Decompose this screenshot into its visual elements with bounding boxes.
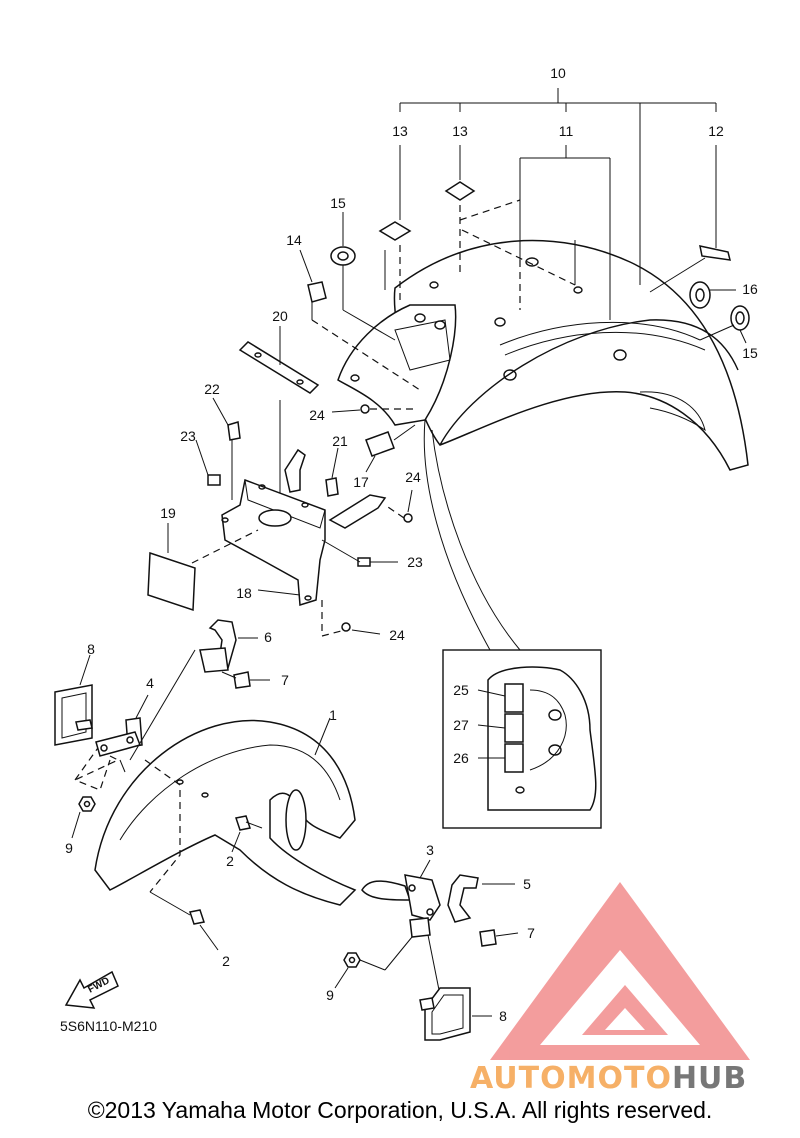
bracket-20 xyxy=(238,326,320,500)
callout-24a: 24 xyxy=(309,407,325,423)
bolts-24 xyxy=(321,404,415,637)
callout-16: 16 xyxy=(742,281,758,297)
clip-14 xyxy=(299,249,421,391)
license-plate-19 xyxy=(147,523,259,612)
callout-27: 27 xyxy=(453,717,469,733)
callout-15a: 15 xyxy=(330,195,346,211)
callout-3: 3 xyxy=(426,842,434,858)
rear-fender xyxy=(393,239,749,471)
pads xyxy=(195,397,398,567)
callout-24b: 24 xyxy=(405,469,421,485)
callout-21: 21 xyxy=(332,433,348,449)
callout-23a: 23 xyxy=(180,428,196,444)
grommets xyxy=(330,212,750,344)
callout-11: 11 xyxy=(559,123,574,139)
callout-12: 12 xyxy=(708,123,724,139)
callout-2b: 2 xyxy=(222,953,230,969)
nut-9-left xyxy=(71,796,96,839)
callout-labels: 1 2 2 3 4 5 6 7 7 8 8 9 9 10 11 12 13 13… xyxy=(65,65,758,1024)
detail-box xyxy=(423,419,602,829)
callout-18: 18 xyxy=(236,585,252,601)
callout-5: 5 xyxy=(523,876,531,892)
watermark-text: AUTOMOTOHUB xyxy=(470,1061,747,1096)
decal-12 xyxy=(699,245,731,261)
watermark-logo xyxy=(490,882,750,1060)
callout-8b: 8 xyxy=(499,1008,507,1024)
lamp-17 xyxy=(365,424,416,473)
callout-25: 25 xyxy=(453,682,469,698)
callout-13b: 13 xyxy=(452,123,468,139)
callout-2a: 2 xyxy=(226,853,234,869)
bolt-7-upper xyxy=(221,671,270,689)
stay-3 xyxy=(359,859,443,1006)
callout-24c: 24 xyxy=(389,627,405,643)
brand-part2: HUB xyxy=(672,1061,747,1096)
callout-14: 14 xyxy=(286,232,302,248)
decal-13b xyxy=(444,181,476,201)
bracket-5 xyxy=(447,874,515,923)
callout-23b: 23 xyxy=(407,554,423,570)
callout-7b: 7 xyxy=(527,925,535,941)
bolts-2 xyxy=(149,815,263,951)
front-fender xyxy=(74,717,357,906)
bolt-7-lower xyxy=(479,929,519,947)
nut-9-right xyxy=(334,952,361,989)
plate-housing xyxy=(337,304,457,426)
callout-17: 17 xyxy=(353,474,369,490)
callout-1: 1 xyxy=(329,707,337,723)
callout-10: 10 xyxy=(550,65,566,81)
stay-4 xyxy=(74,694,149,781)
callout-9b: 9 xyxy=(326,987,334,1003)
reflector-8-left xyxy=(54,654,93,746)
callout-13a: 13 xyxy=(392,123,408,139)
callout-15b: 15 xyxy=(742,345,758,361)
callout-4: 4 xyxy=(146,675,154,691)
fwd-arrow-icon xyxy=(64,970,119,1009)
callout-22: 22 xyxy=(204,381,220,397)
copyright-notice: ©2013 Yamaha Motor Corporation, U.S.A. A… xyxy=(87,1097,713,1123)
callout-9a: 9 xyxy=(65,840,73,856)
callout-20: 20 xyxy=(272,308,288,324)
callout-tree-10 xyxy=(384,88,717,320)
brand-part1: AUTOMOTO xyxy=(470,1061,672,1096)
decal-13a xyxy=(378,221,412,241)
callout-8a: 8 xyxy=(87,641,95,657)
decals xyxy=(378,181,731,261)
diagram-code: 5S6N110-M210 xyxy=(60,1018,157,1034)
reflector-8-right xyxy=(419,987,492,1041)
license-bracket-18 xyxy=(221,448,387,606)
callout-26: 26 xyxy=(453,750,469,766)
callout-19: 19 xyxy=(160,505,176,521)
bracket-6 xyxy=(129,619,258,761)
callout-7a: 7 xyxy=(281,672,289,688)
callout-6: 6 xyxy=(264,629,272,645)
